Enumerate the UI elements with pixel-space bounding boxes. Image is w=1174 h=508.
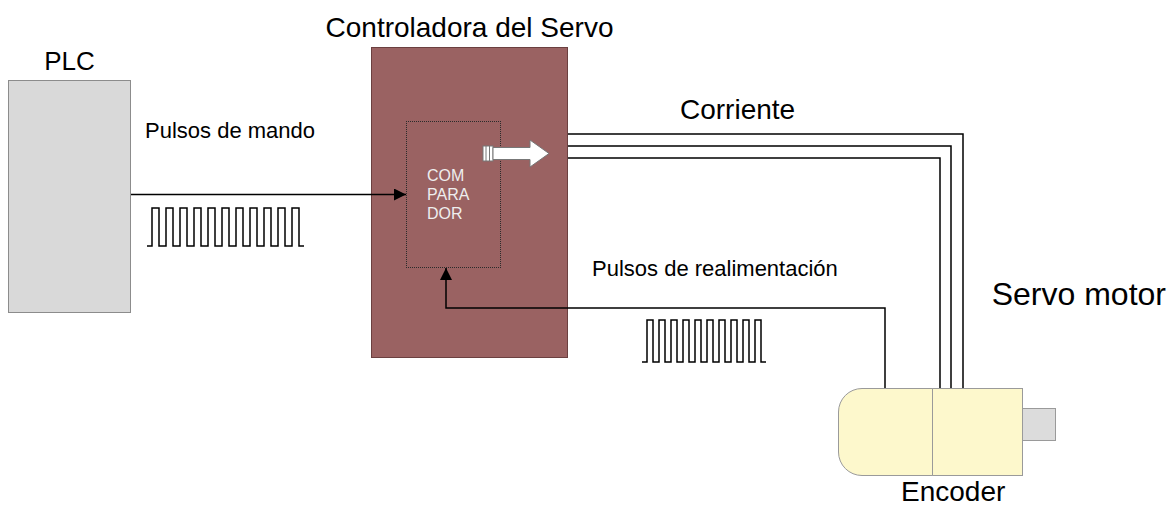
arrow-tail — [483, 146, 493, 161]
power-wires — [568, 134, 963, 388]
arrow-tail-stripe — [486, 146, 487, 161]
feedback-pulse-train — [642, 320, 766, 362]
signal-label: Pulsos de mando — [145, 118, 315, 143]
servo-controller-box: Controladora del ServoCOM PARA DOR — [371, 47, 568, 358]
controller-title: Controladora del Servo — [326, 12, 614, 44]
signal-connector — [446, 268, 885, 388]
encoder-label: Encoder — [901, 477, 1005, 508]
plc-box: PLC — [8, 80, 131, 313]
motor-body — [933, 389, 1023, 476]
servo-motor-label: Servo motor — [992, 276, 1166, 313]
comparator-box: COM PARA DOR — [406, 121, 501, 268]
motor-shaft — [1023, 409, 1056, 441]
command-pulse-train — [147, 208, 304, 246]
arrow-body — [493, 140, 549, 167]
signal-connector — [131, 194, 406, 196]
plc-label: PLC — [44, 47, 95, 77]
signal-label: Corriente — [680, 94, 795, 126]
servo-motor: Servo motorEncoder — [838, 388, 1056, 476]
signal-label: Pulsos de realimentación — [592, 256, 838, 281]
output-block-arrow — [483, 140, 549, 167]
comparator-label: COM PARA DOR — [427, 166, 487, 224]
arrow-tail-stripe — [489, 146, 490, 161]
encoder: Encoder — [838, 388, 933, 476]
